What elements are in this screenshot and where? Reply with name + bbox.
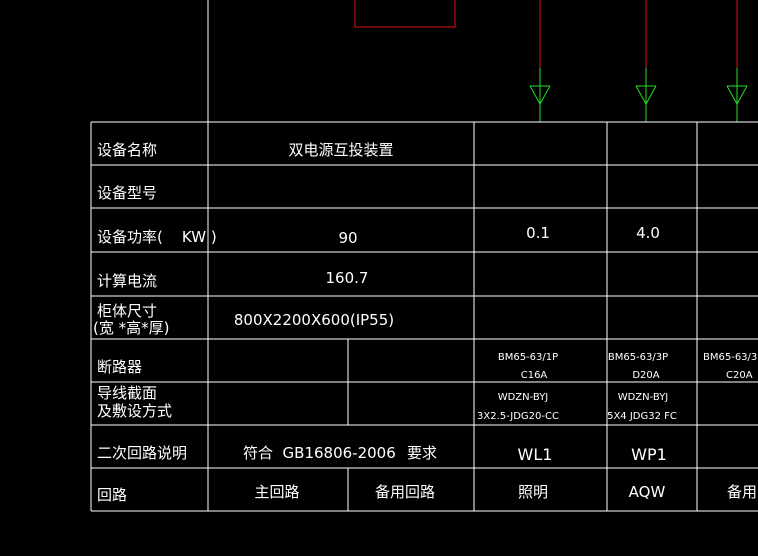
row-labels: 设备名称 设备型号 设备功率( KW ) 计算电流 柜体尺寸 (宽 *高*厚) … xyxy=(93,141,217,504)
feeder-wires xyxy=(539,0,738,68)
main-calc-current: 160.7 xyxy=(326,269,369,287)
feeder-arrow-3 xyxy=(726,68,748,122)
label-wire-section-1: 导线截面 xyxy=(97,384,157,402)
main-circuit-backup: 备用回路 xyxy=(375,483,435,501)
label-device-model: 设备型号 xyxy=(97,184,157,202)
branch-column-1: 0.1 BM65-63/1P C16A WDZN-BYJ 3X2.5-JDG20… xyxy=(477,224,559,501)
branch-3-breaker-2: C20A xyxy=(726,370,753,381)
branch-1-breaker-2: C16A xyxy=(521,370,548,381)
main-secondary-standard: 符合 GB16806-2006 xyxy=(243,444,396,462)
label-device-power: 设备功率( KW ) xyxy=(97,228,217,246)
branch-2-wire-2: 5X4 JDG32 FC xyxy=(607,411,677,422)
label-breaker: 断路器 xyxy=(97,358,142,376)
branch-2-circuit: AQW xyxy=(629,483,666,501)
label-circuit: 回路 xyxy=(97,486,127,504)
branch-1-breaker-1: BM65-63/1P xyxy=(498,352,558,363)
label-secondary-circuit: 二次回路说明 xyxy=(97,444,187,462)
label-device-name: 设备名称 xyxy=(97,141,157,159)
branch-1-code: WL1 xyxy=(518,445,553,464)
main-column: 双电源互投装置 90 160.7 800X2200X600(IP55) 符合 G… xyxy=(234,141,437,501)
branch-3-circuit: 备用 xyxy=(727,483,757,501)
branch-2-power: 4.0 xyxy=(636,224,660,242)
feeder-arrow-1 xyxy=(529,68,551,122)
main-device-name: 双电源互投装置 xyxy=(288,141,393,159)
branch-1-circuit: 照明 xyxy=(518,483,548,501)
main-cabinet-size: 800X2200X600(IP55) xyxy=(234,311,394,329)
branch-1-power: 0.1 xyxy=(526,224,550,242)
label-cabinet-size-2: (宽 *高*厚) xyxy=(93,319,169,337)
branch-column-2: 4.0 BM65-63/3P D20A WDZN-BYJ 5X4 JDG32 F… xyxy=(607,224,677,501)
branch-2-wire-1: WDZN-BYJ xyxy=(618,392,669,403)
label-cabinet-size-1: 柜体尺寸 xyxy=(97,302,157,320)
main-circuit-main: 主回路 xyxy=(254,483,299,501)
label-calc-current: 计算电流 xyxy=(97,272,157,290)
label-wire-section-2: 及敷设方式 xyxy=(97,402,172,420)
main-secondary-require: 要求 xyxy=(407,444,437,462)
branch-3-breaker-1: BM65-63/3P xyxy=(703,352,758,363)
branch-1-wire-2: 3X2.5-JDG20-CC xyxy=(477,411,559,422)
main-device-power: 90 xyxy=(338,229,357,247)
branch-2-breaker-2: D20A xyxy=(632,370,659,381)
table-grid xyxy=(90,121,758,512)
feeder-arrow-2 xyxy=(635,68,657,122)
branch-column-3: BM65-63/3P C20A 备用 xyxy=(703,352,758,501)
branch-2-breaker-1: BM65-63/3P xyxy=(608,352,668,363)
branch-2-code: WP1 xyxy=(631,445,667,464)
cabinet-outline-box xyxy=(354,0,456,28)
branch-1-wire-1: WDZN-BYJ xyxy=(498,392,549,403)
